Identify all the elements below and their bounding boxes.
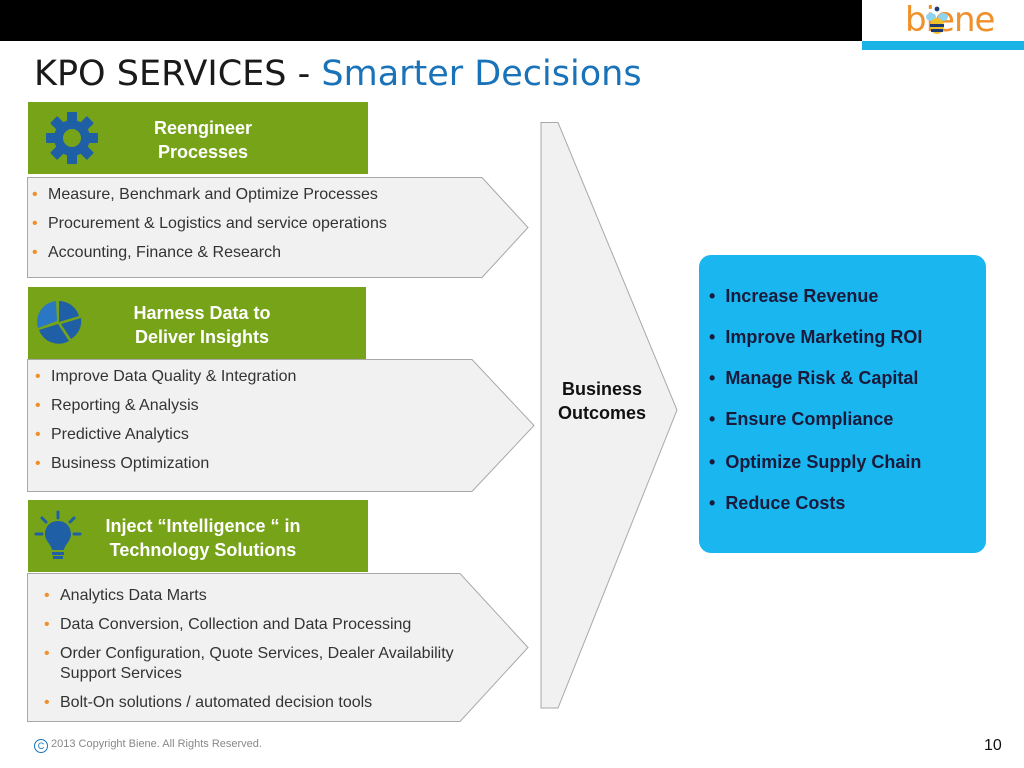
list-item: Business Optimization [33,454,296,474]
title-main: KPO SERVICES - [34,54,322,94]
section-reengineer-header: Reengineer Processes [28,102,368,174]
section-inject-intelligence-header: Inject “Intelligence “ in Technology Sol… [28,500,368,572]
outcome-item: Manage Risk & Capital [709,366,922,407]
business-outcomes-arrow [540,122,678,709]
list-item: Accounting, Finance & Research [30,243,387,263]
list-item: Procurement & Logistics and service oper… [30,214,387,234]
section-heading-line1: Harness Data to [133,303,271,323]
page-title: KPO SERVICES - Smarter Decisions [34,54,642,94]
gear-icon [46,112,98,164]
outcome-item: Optimize Supply Chain [709,450,922,491]
list-item: Measure, Benchmark and Optimize Processe… [30,185,387,205]
biene-logo: biene [905,0,995,40]
section-heading-line1: Reengineer [153,118,253,138]
section-heading-line2: Technology Solutions [109,540,297,560]
list-item: Reporting & Analysis [33,396,296,416]
section-inject-intelligence-details: Analytics Data Marts Data Conversion, Co… [27,573,529,722]
pie-chart-icon [37,301,82,344]
top-bar [0,0,1024,41]
section-heading-line2: Processes [157,142,249,162]
section-harness-data-header: Harness Data to Deliver Insights [28,287,366,359]
section-harness-data-details: Improve Data Quality & Integration Repor… [27,359,535,492]
section-heading-line1: Inject “Intelligence “ in [105,516,301,536]
outcome-label-line1: Business [561,379,643,399]
outcome-item: Increase Revenue [709,284,922,325]
logo-stripe [862,41,1024,50]
section-heading-line2: Deliver Insights [134,327,270,347]
lightbulb-icon [34,510,82,559]
outcome-item: Ensure Compliance [709,407,922,450]
outcomes-panel: Increase Revenue Improve Marketing ROI M… [699,255,986,553]
list-item: Improve Data Quality & Integration [33,367,296,387]
outcome-item: Improve Marketing ROI [709,325,922,366]
bee-icon [926,6,948,34]
outcome-label-line2: Outcomes [557,403,647,423]
copyright-text: 2013 Copyright Biene. All Rights Reserve… [51,738,262,750]
page-number: 10 [984,737,1002,754]
list-item: Analytics Data Marts [42,586,482,606]
business-outcomes-label: Business Outcomes [549,377,655,425]
copyright-icon: C [34,739,48,753]
list-item: Data Conversion, Collection and Data Pro… [42,615,482,635]
outcome-item: Reduce Costs [709,491,922,532]
section-reengineer-details: Measure, Benchmark and Optimize Processe… [27,177,529,278]
list-item: Predictive Analytics [33,425,296,445]
title-accent: Smarter Decisions [321,54,642,94]
list-item: Order Configuration, Quote Services, Dea… [42,644,482,684]
list-item: Bolt-On solutions / automated decision t… [42,693,482,713]
